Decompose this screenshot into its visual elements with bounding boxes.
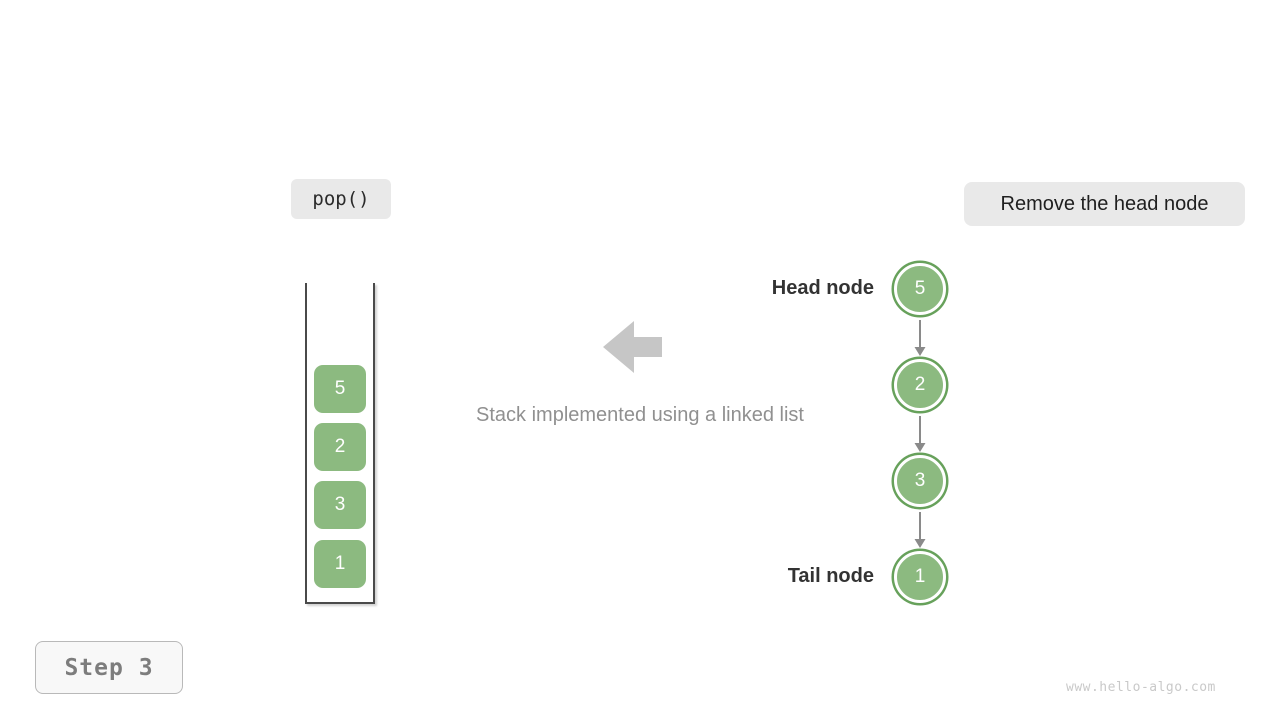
- node-value: 5: [914, 278, 926, 299]
- watermark-text: www.hello-algo.com: [1066, 680, 1216, 695]
- stack-item: 5: [314, 365, 366, 413]
- linked-list-node: 1: [894, 551, 946, 603]
- node-value: 3: [914, 470, 926, 491]
- linked-list-node: 5: [894, 263, 946, 315]
- connector-arrow-icon: [914, 320, 926, 356]
- description-badge: Remove the head node: [964, 182, 1245, 226]
- stack-item: 1: [314, 540, 366, 588]
- node-value: 2: [914, 374, 926, 395]
- connector-arrow-icon: [914, 512, 926, 548]
- stack-container: 5 2 3 1: [305, 283, 375, 604]
- linked-list-node: 2: [894, 359, 946, 411]
- stack-item: 3: [314, 481, 366, 529]
- operation-badge-label: pop(): [312, 188, 370, 210]
- stack-item-value: 5: [334, 378, 346, 399]
- stack-item-value: 2: [334, 436, 346, 457]
- step-badge: Step 3: [35, 641, 183, 694]
- operation-badge: pop(): [291, 179, 391, 219]
- diagram-caption: Stack implemented using a linked list: [476, 404, 804, 426]
- tail-node-label: Tail node: [787, 565, 874, 587]
- description-badge-label: Remove the head node: [1000, 192, 1209, 215]
- step-badge-label: Step 3: [64, 654, 154, 681]
- stack-item-value: 3: [334, 494, 346, 515]
- node-value: 1: [914, 566, 926, 587]
- flow-left-arrow-icon: [603, 321, 662, 373]
- stack-item: 2: [314, 423, 366, 471]
- stack-item-value: 1: [334, 553, 346, 574]
- linked-list-node: 3: [894, 455, 946, 507]
- head-node-label: Head node: [771, 277, 874, 299]
